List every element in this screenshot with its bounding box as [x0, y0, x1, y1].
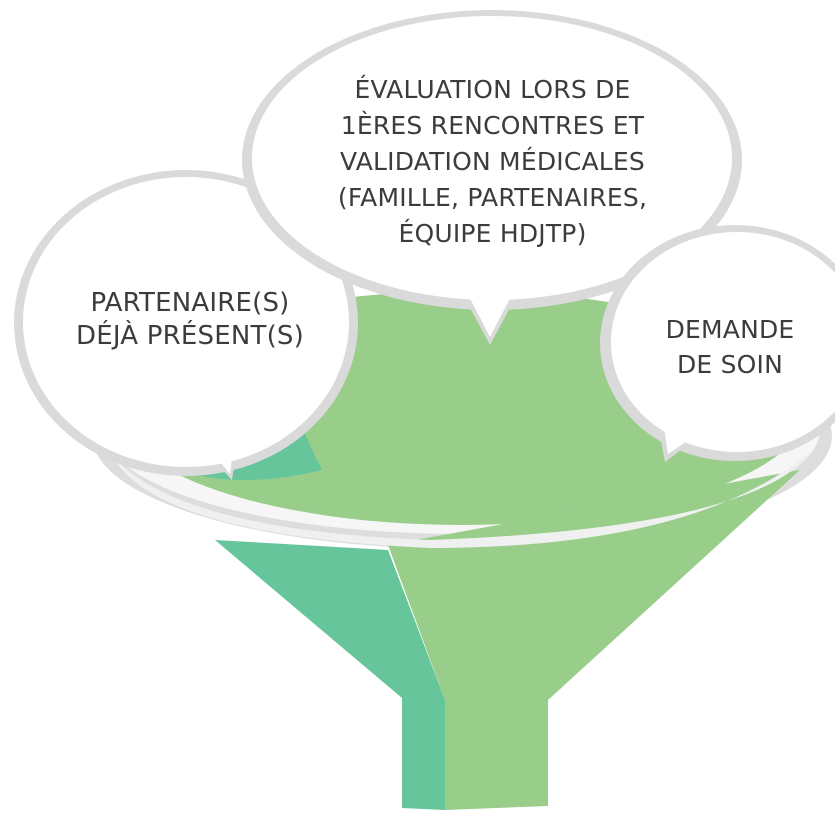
- funnel-cone-light: [388, 470, 800, 810]
- funnel-rim-band: [110, 448, 815, 548]
- bubble-right: [600, 225, 835, 462]
- bubble-left: [14, 170, 358, 480]
- funnel-cone-dark: [215, 540, 445, 810]
- bubble-left-text: PARTENAIRE(S) DÉJÀ PRÉSENT(S): [76, 288, 304, 351]
- bubble-top: [242, 10, 742, 345]
- bubble-right-text: DEMANDE DE SOIN: [665, 315, 795, 379]
- bubble-top-text: ÉVALUATION LORS DE 1ÈRES RENCONTRES ET V…: [337, 75, 648, 248]
